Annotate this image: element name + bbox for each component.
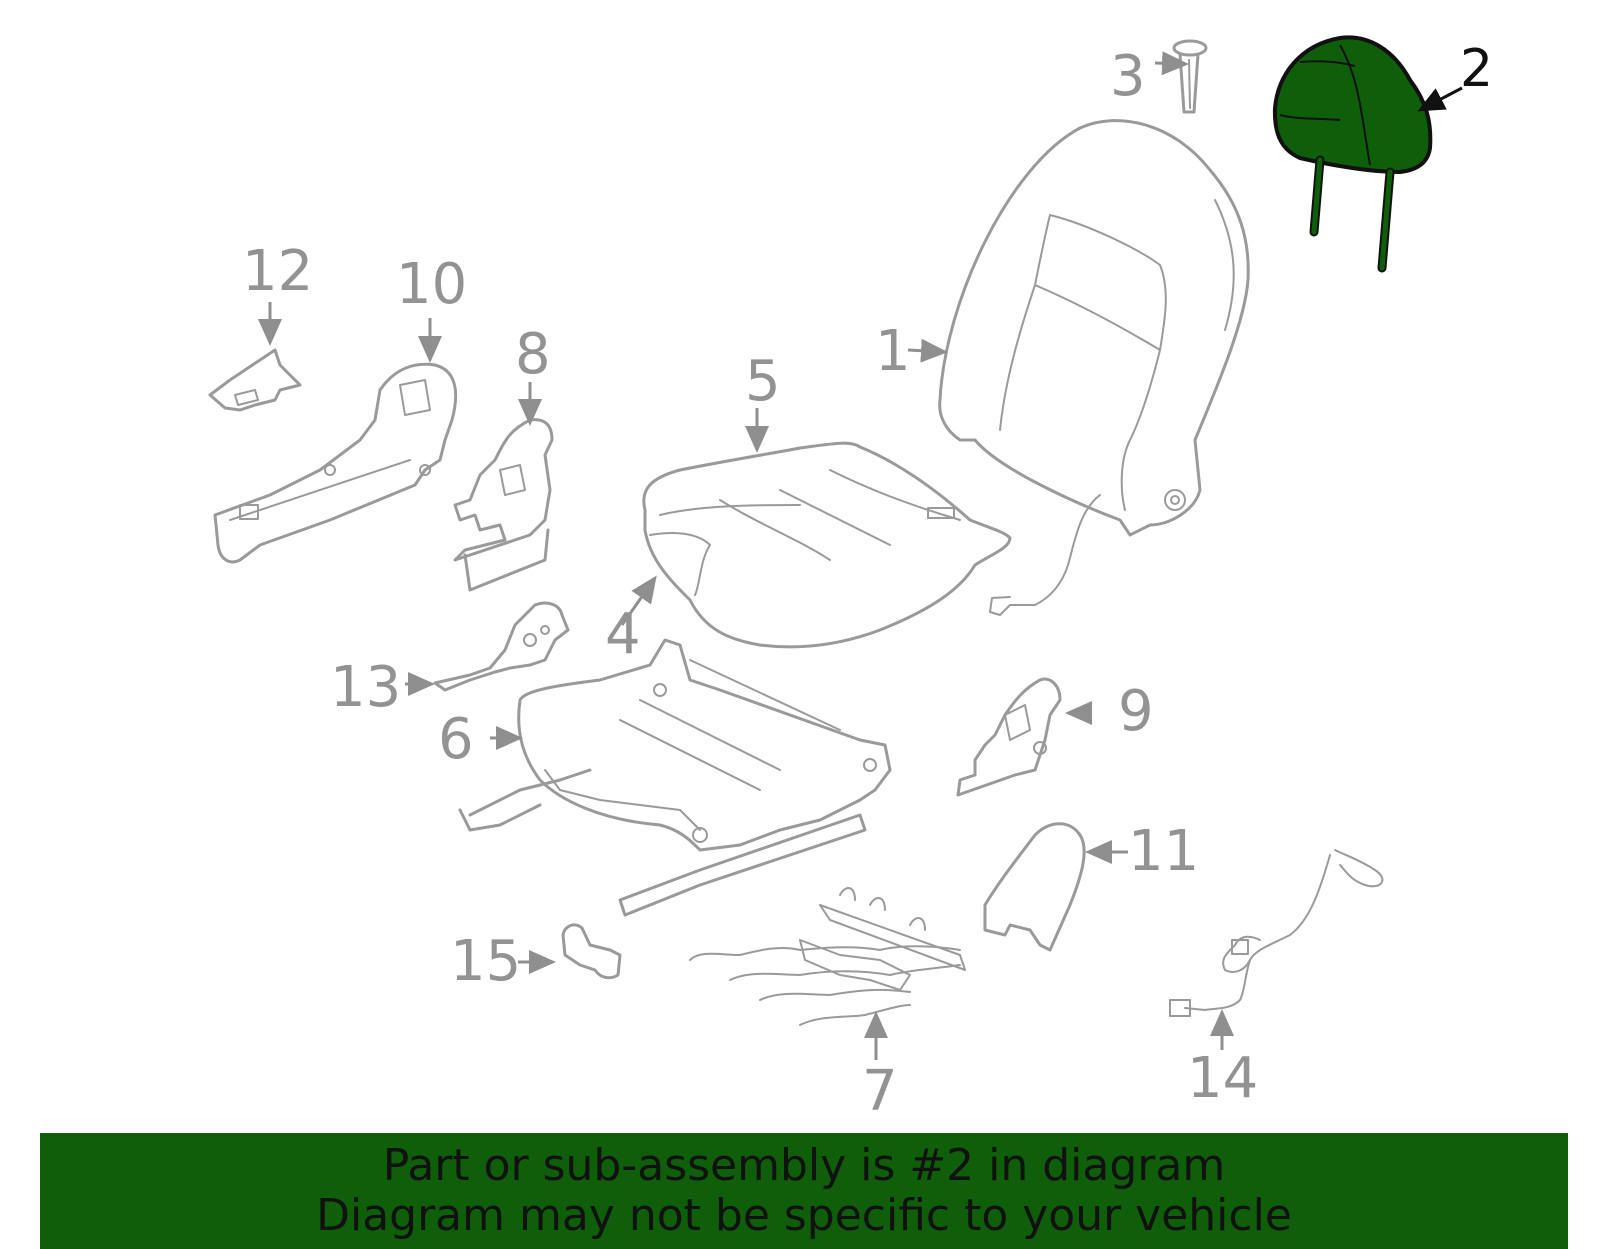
info-banner: Part or sub-assembly is #2 in diagram Di… xyxy=(40,1133,1568,1249)
part-11-trim-cover[interactable] xyxy=(983,822,1086,952)
part-13-bracket[interactable] xyxy=(433,601,570,692)
part-2-headrest[interactable] xyxy=(1272,35,1433,273)
callout-14: 14 xyxy=(1187,1046,1258,1111)
arrow-1 xyxy=(907,338,948,363)
part-14-harness[interactable] xyxy=(1169,849,1384,1017)
arrow-3 xyxy=(1154,51,1189,76)
callout-11: 11 xyxy=(1128,819,1199,884)
banner-line-1: Part or sub-assembly is #2 in diagram xyxy=(382,1140,1226,1191)
part-5-seat-cushion-cover[interactable] xyxy=(642,441,1012,649)
part-8-side-trim[interactable] xyxy=(453,418,554,592)
callout-9: 9 xyxy=(1118,679,1154,744)
callout-1: 1 xyxy=(875,319,911,384)
callout-10: 10 xyxy=(396,252,467,317)
arrow-4 xyxy=(620,575,657,626)
callout-6: 6 xyxy=(438,707,474,772)
part-12-bracket[interactable] xyxy=(208,348,302,412)
callout-2: 2 xyxy=(1460,39,1493,99)
callout-15: 15 xyxy=(450,929,521,994)
callout-5: 5 xyxy=(745,349,781,414)
part-9-inner-trim[interactable] xyxy=(956,677,1062,797)
part-3-guide[interactable] xyxy=(1172,39,1208,114)
callout-12: 12 xyxy=(242,239,313,304)
part-7-spring-mat[interactable] xyxy=(689,887,966,1026)
part-15-clip[interactable] xyxy=(561,923,622,980)
banner-line-2: Diagram may not be specific to your vehi… xyxy=(316,1190,1292,1241)
callout-labels: 1 2 3 4 5 6 7 8 9 10 11 12 13 14 15 xyxy=(242,39,1493,1124)
callout-7: 7 xyxy=(862,1059,898,1124)
callout-arrows xyxy=(258,51,1463,1060)
callout-8: 8 xyxy=(515,322,551,387)
part-1-seat-back[interactable] xyxy=(938,119,1250,616)
callout-3: 3 xyxy=(1110,44,1146,109)
callout-4: 4 xyxy=(605,602,641,667)
callout-13: 13 xyxy=(330,655,401,720)
arrow-2 xyxy=(1417,86,1463,112)
part-6-seat-frame[interactable] xyxy=(458,638,892,917)
part-10-side-cover[interactable] xyxy=(213,362,458,564)
